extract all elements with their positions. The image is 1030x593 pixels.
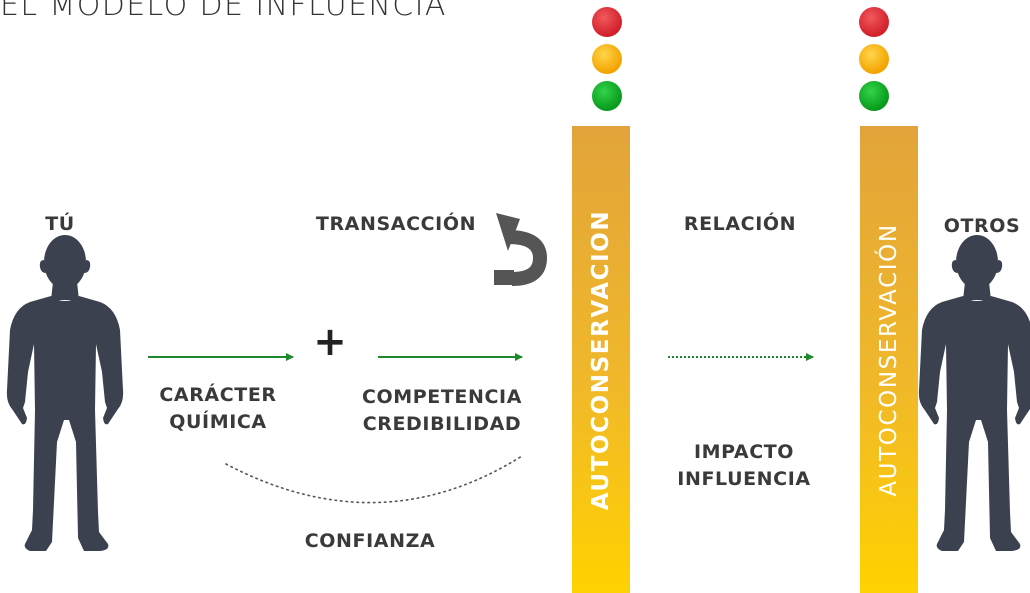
diagram-title: EL MODELO DE INFLUENCIA	[0, 0, 447, 23]
self-preservation-pillar-left: AUTOCONSERVACION	[572, 126, 630, 593]
person-others-icon	[918, 235, 1030, 551]
credibility-line: CREDIBILIDAD	[362, 413, 522, 435]
trust-dotted-arc	[225, 455, 523, 504]
others-label: OTROS	[943, 215, 1021, 237]
chemistry-line: QUÍMICA	[169, 411, 267, 433]
self-preservation-pillar-right: AUTOCONSERVACIÓN	[860, 126, 918, 593]
trust-label: CONFIANZA	[304, 530, 436, 552]
character-chemistry-label: CARÁCTER QUÍMICA	[148, 382, 288, 436]
competence-credibility-label: COMPETENCIA CREDIBILIDAD	[352, 384, 532, 438]
relation-label: RELACIÓN	[683, 213, 797, 235]
green-light-icon	[592, 81, 622, 111]
u-turn-arrow-icon	[494, 213, 548, 286]
green-light-icon	[859, 81, 889, 111]
red-light-icon	[859, 7, 889, 37]
amber-light-icon	[859, 44, 889, 74]
competence-line: COMPETENCIA	[361, 386, 523, 408]
transaction-label: TRANSACCIÓN	[315, 213, 477, 235]
influence-line: INFLUENCIA	[677, 468, 811, 490]
amber-light-icon	[592, 44, 622, 74]
you-label: TÚ	[45, 213, 75, 235]
person-you-icon	[6, 235, 124, 551]
impact-line: IMPACTO	[693, 441, 795, 463]
character-line: CARÁCTER	[159, 384, 277, 406]
impact-influence-label: IMPACTO INFLUENCIA	[664, 439, 824, 493]
red-light-icon	[592, 7, 622, 37]
plus-sign: +	[313, 319, 347, 365]
